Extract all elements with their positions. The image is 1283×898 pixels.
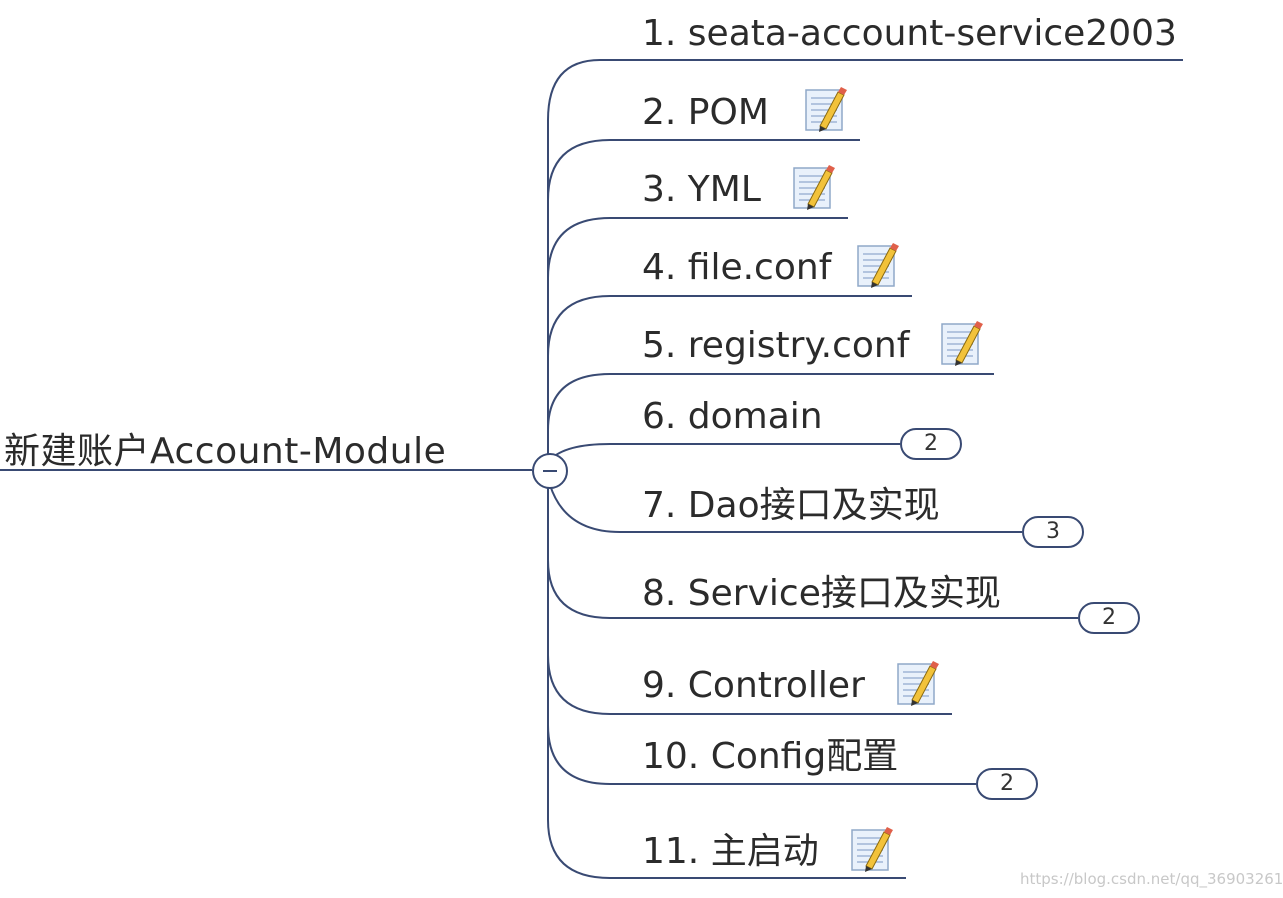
branch-5-label[interactable]: 5. registry.conf bbox=[642, 325, 910, 366]
children-count-badge[interactable]: 2 bbox=[900, 428, 962, 460]
collapse-toggle-button[interactable] bbox=[532, 453, 568, 489]
branch-10-label[interactable]: 10. Config配置 bbox=[642, 736, 899, 777]
branch-11-label[interactable]: 11. 主启动 bbox=[642, 831, 819, 872]
note-pencil-icon[interactable] bbox=[896, 660, 940, 708]
branch-6-label[interactable]: 6. domain bbox=[642, 396, 823, 437]
note-pencil-icon[interactable] bbox=[850, 826, 894, 874]
children-count-badge[interactable]: 2 bbox=[1078, 602, 1140, 634]
note-pencil-icon[interactable] bbox=[940, 320, 984, 368]
note-pencil-icon[interactable] bbox=[804, 86, 848, 134]
branch-3-label[interactable]: 3. YML bbox=[642, 169, 761, 210]
children-count-badge[interactable]: 2 bbox=[976, 768, 1038, 800]
note-pencil-icon[interactable] bbox=[856, 242, 900, 290]
children-count-badge[interactable]: 3 bbox=[1022, 516, 1084, 548]
root-topic[interactable]: 新建账户Account-Module bbox=[4, 431, 447, 472]
branch-4-label[interactable]: 4. file.conf bbox=[642, 247, 832, 288]
branch-8-label[interactable]: 8. Service接口及实现 bbox=[642, 573, 1001, 614]
branch-2-label[interactable]: 2. POM bbox=[642, 92, 769, 133]
branch-9-label[interactable]: 9. Controller bbox=[642, 665, 865, 706]
watermark: https://blog.csdn.net/qq_36903261 bbox=[1020, 870, 1283, 888]
note-pencil-icon[interactable] bbox=[792, 164, 836, 212]
branch-7-label[interactable]: 7. Dao接口及实现 bbox=[642, 485, 940, 526]
branch-1-label[interactable]: 1. seata-account-service2003 bbox=[642, 13, 1177, 54]
